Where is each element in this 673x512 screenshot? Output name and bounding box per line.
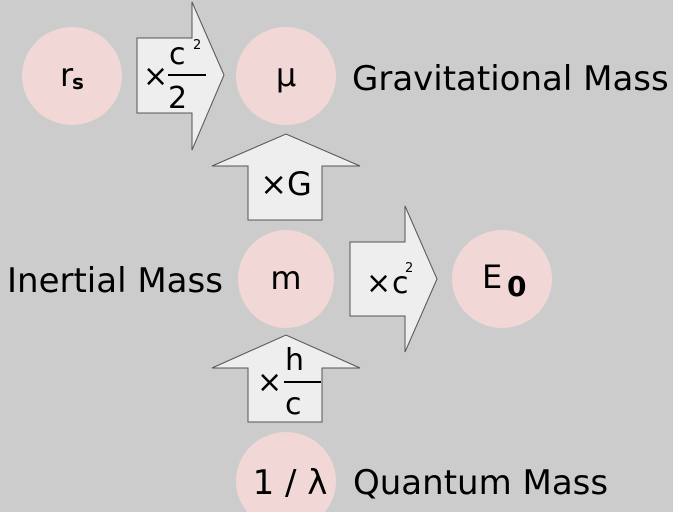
node-m-label: m [270, 259, 301, 297]
arrow-c2-base: c [392, 266, 409, 301]
node-e0-main: E [482, 258, 502, 296]
node-lambda [236, 432, 336, 512]
arrow-rs-num: c [169, 37, 186, 72]
arrow-m-to-e0 [349, 205, 438, 353]
arrow-c2-exp: 2 [405, 261, 413, 276]
node-lambda-label: 1 / λ [253, 463, 328, 503]
arrow-rs-den: 2 [168, 81, 187, 116]
arrow-rs-times: × [143, 59, 168, 94]
node-e0 [452, 230, 552, 328]
node-mu [236, 27, 336, 125]
node-rs-main: r [60, 56, 74, 94]
arrow-c2-times: × [366, 266, 391, 301]
node-rs-sub: s [72, 70, 84, 94]
arrow-hc-times: × [257, 365, 282, 400]
node-e0-sub: 0 [507, 270, 526, 303]
arrow-hc-num: h [285, 343, 304, 378]
arrow-m-to-mu [211, 133, 361, 221]
arrow-g-label: ×G [260, 165, 312, 203]
node-mu-label: μ [276, 56, 296, 94]
arrow-lambda-to-m [211, 334, 361, 423]
label-inertial-mass: Inertial Mass [7, 261, 223, 301]
arrow-hc-den: c [285, 387, 302, 422]
node-m [238, 230, 334, 328]
label-gravitational-mass: Gravitational Mass [352, 59, 669, 99]
arrow-rs-exp: 2 [193, 38, 201, 53]
label-quantum-mass: Quantum Mass [353, 463, 608, 503]
node-rs [22, 27, 122, 125]
